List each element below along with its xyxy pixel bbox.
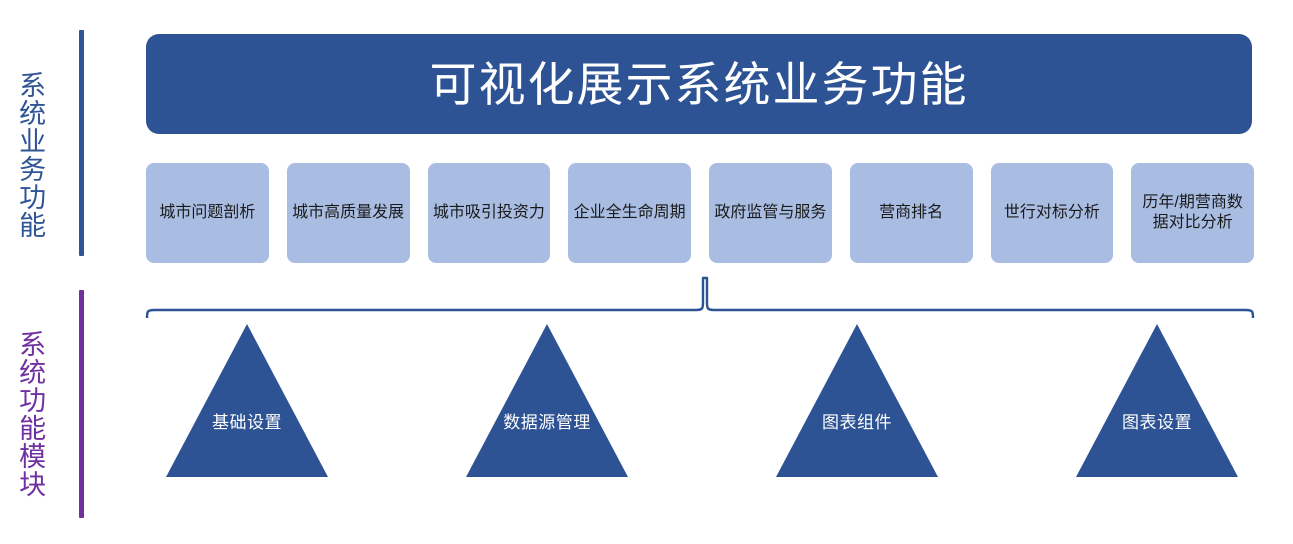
- feature-box-label: 历年/期营商数据对比分析: [1142, 194, 1243, 231]
- module-triangle[interactable]: 数据源管理: [462, 320, 632, 480]
- module-triangle[interactable]: 图表组件: [772, 320, 942, 480]
- triangle-icon: [166, 324, 328, 477]
- feature-box-label: 政府监管与服务: [714, 204, 827, 222]
- feature-box-label: 城市问题剖析: [159, 204, 256, 222]
- feature-box-label: 世行对标分析: [1003, 204, 1100, 222]
- curly-brace-connector: [140, 272, 1260, 320]
- triangle-icon: [1076, 324, 1238, 477]
- section-label-business: 系统业务功能: [15, 71, 46, 239]
- module-triangle-row: 基础设置 数据源管理 图表组件 图表设置: [140, 320, 1260, 490]
- feature-box-label: 城市高质量发展: [292, 204, 405, 222]
- module-triangle[interactable]: 基础设置: [162, 320, 332, 480]
- feature-box[interactable]: 世行对标分析: [990, 163, 1114, 263]
- triangle-icon: [776, 324, 938, 477]
- feature-box-label: 营商排名: [879, 204, 944, 222]
- feature-box[interactable]: 城市吸引投资力: [427, 163, 551, 263]
- title-banner: 可视化展示系统业务功能: [146, 34, 1252, 134]
- feature-box[interactable]: 城市问题剖析: [146, 163, 269, 263]
- section-divider-modules: [79, 290, 84, 518]
- feature-box[interactable]: 营商排名: [849, 163, 973, 263]
- module-triangle[interactable]: 图表设置: [1072, 320, 1242, 480]
- section-label-modules: 系统功能模块: [15, 330, 46, 498]
- page-title: 可视化展示系统业务功能: [429, 57, 969, 111]
- feature-box[interactable]: 企业全生命周期: [568, 163, 691, 263]
- feature-box-label: 企业全生命周期: [573, 204, 686, 222]
- feature-box[interactable]: 历年/期营商数据对比分析: [1131, 163, 1254, 263]
- feature-box[interactable]: 城市高质量发展: [286, 163, 410, 263]
- feature-box[interactable]: 政府监管与服务: [709, 163, 832, 263]
- feature-box-row: 城市问题剖析 城市高质量发展 城市吸引投资力 企业全生命周期 政府监管与服务 营…: [146, 163, 1254, 263]
- feature-box-label: 城市吸引投资力: [432, 204, 545, 222]
- curly-brace-icon: [145, 276, 1255, 320]
- triangle-icon: [466, 324, 628, 477]
- section-divider-business: [79, 30, 84, 256]
